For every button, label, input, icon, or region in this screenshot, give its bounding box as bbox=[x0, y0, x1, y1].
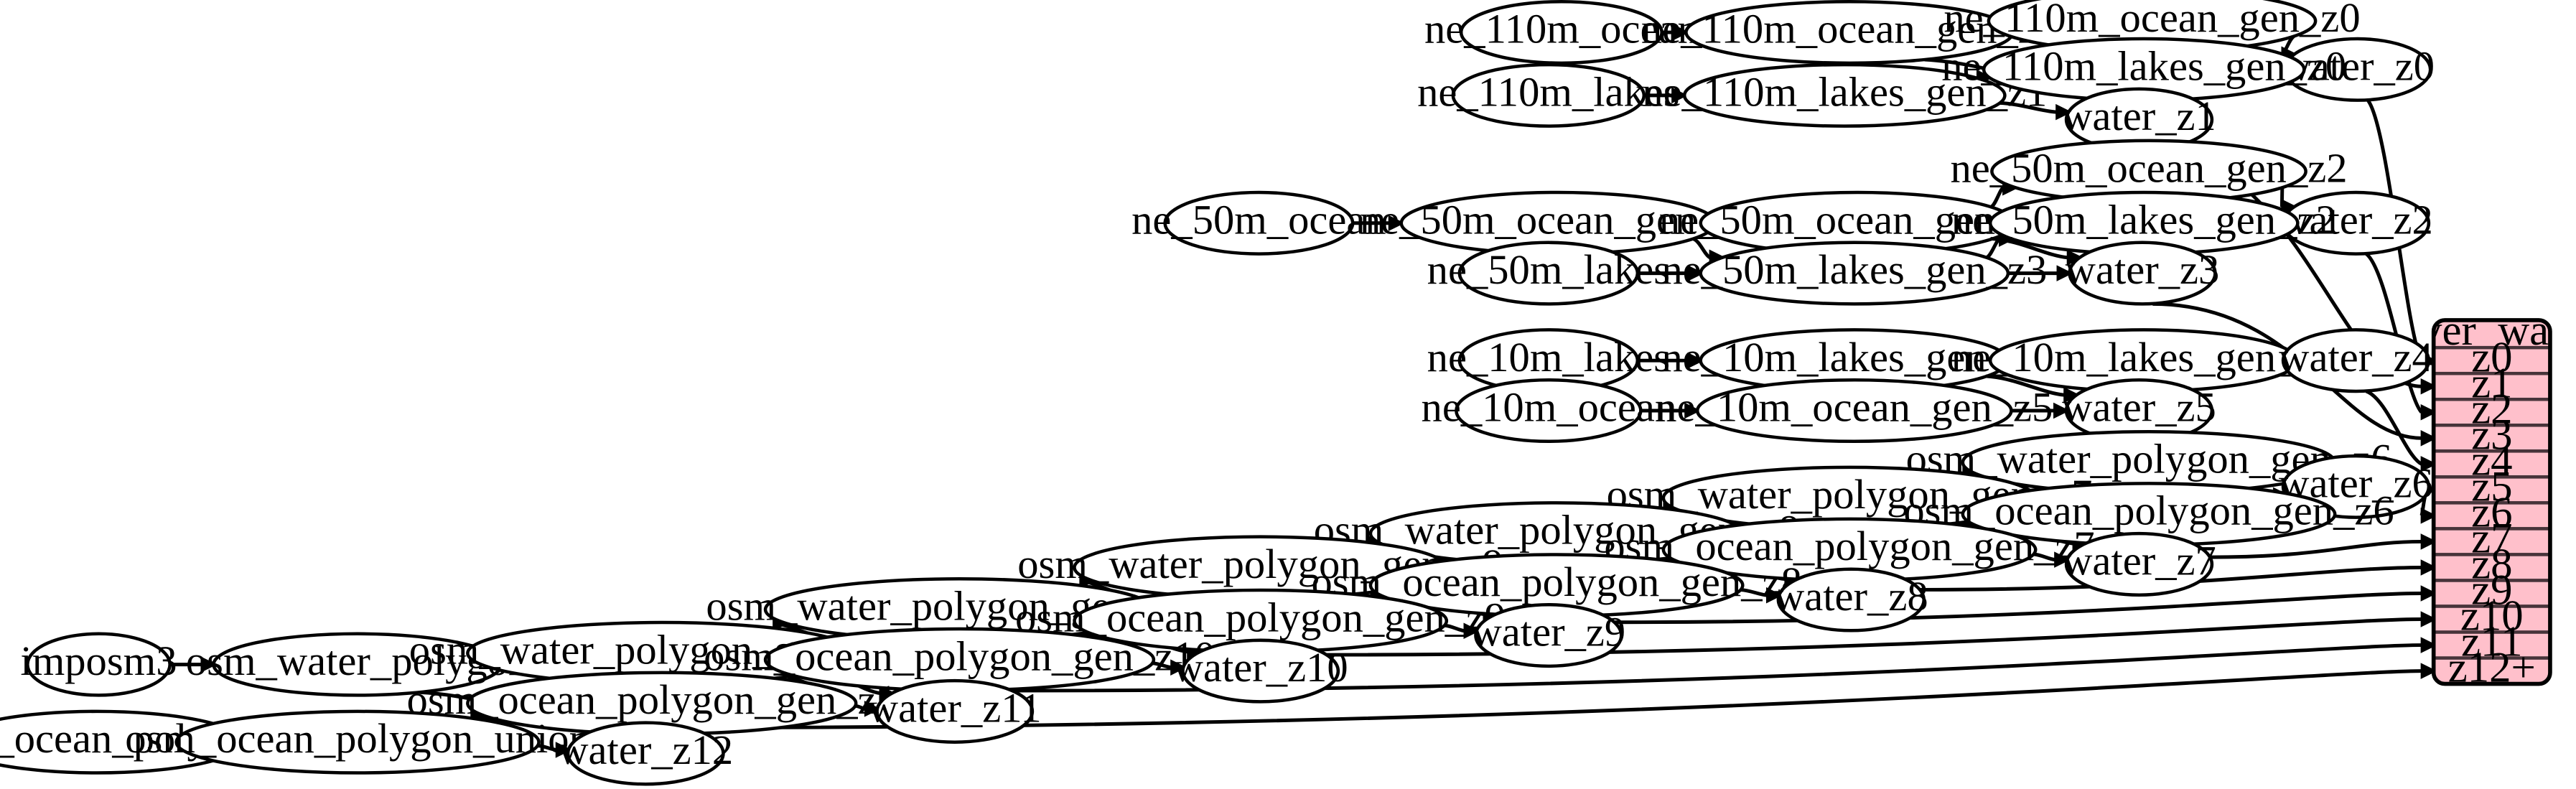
arrow-head-icon bbox=[1687, 352, 1704, 369]
arrow-head-icon bbox=[2053, 402, 2070, 419]
arrow-head-icon bbox=[1684, 402, 1702, 419]
graph-node-water-z8[interactable]: water_z8 bbox=[1774, 567, 1928, 632]
arrow-head-icon bbox=[2055, 103, 2072, 121]
layer-water-row-z4[interactable] bbox=[2433, 449, 2550, 479]
arrow-head-icon bbox=[2420, 585, 2437, 602]
node-shape bbox=[1457, 241, 1640, 306]
arrow-head-icon bbox=[1673, 24, 1690, 41]
layer-water-row-z11[interactable] bbox=[2433, 630, 2550, 660]
graph-node-ne-110m-ocean[interactable]: ne_110m_ocean bbox=[1424, 0, 1699, 65]
node-shape bbox=[1682, 62, 2007, 128]
arrow-head-icon bbox=[1388, 215, 1405, 232]
node-shape bbox=[1684, 0, 2015, 65]
node-shape bbox=[1695, 378, 2013, 444]
graph-node-ne-10m-ocean-gen-z5[interactable]: ne_10m_ocean_gen_z5 bbox=[1656, 378, 2053, 444]
arrow-head-icon bbox=[1687, 265, 1704, 281]
graph-edge-ne-10m-lakes-gen-z5-to-water-z5 bbox=[1986, 374, 2065, 397]
graph-node-ne-50m-ocean[interactable]: ne_50m_ocean bbox=[1131, 190, 1386, 256]
arrow-head-icon bbox=[2420, 637, 2437, 653]
node-shape bbox=[1699, 241, 2010, 306]
graph-edge-ne-50m-ocean-gen-z3-to-ne-50m-ocean-gen-z2 bbox=[1989, 186, 2005, 209]
graph-node-water-z7[interactable]: water_z7 bbox=[2062, 531, 2216, 597]
arrow-head-icon bbox=[2420, 456, 2437, 472]
layer-water-table-outline bbox=[2431, 318, 2552, 686]
node-shape bbox=[2281, 190, 2431, 256]
arrow-head-icon bbox=[1765, 587, 1783, 604]
node-shape bbox=[566, 721, 725, 786]
graph-edge-water-z9-to-layer-water-z9 bbox=[1614, 592, 2422, 625]
node-shape bbox=[2064, 531, 2214, 597]
arrow-head-icon bbox=[2420, 508, 2437, 524]
graph-edge-water-z8-to-layer-water-z8 bbox=[1920, 565, 2422, 592]
graph-edge-osm-ocean-polygon-union-to-water-z12 bbox=[537, 744, 557, 752]
graph-edge-water-z2-to-layer-water-z2 bbox=[2365, 252, 2423, 414]
arrow-head-icon bbox=[864, 701, 881, 717]
arrow-head-icon bbox=[2420, 611, 2437, 627]
graph-edge-water-z7-to-layer-water-z7 bbox=[2210, 539, 2422, 559]
layer-water-header bbox=[2433, 319, 2550, 350]
graph-edge-osm-ocean-polygon-gen-z10-to-water-z10 bbox=[1152, 661, 1172, 670]
layer-water-row-z5[interactable] bbox=[2433, 475, 2550, 505]
node-shape bbox=[174, 709, 541, 775]
arrow-head-icon bbox=[1170, 659, 1187, 676]
node-shape bbox=[875, 678, 1035, 744]
graph-node-ne-10m-ocean[interactable]: ne_10m_ocean bbox=[1422, 378, 1676, 444]
arrow-head-icon bbox=[2420, 533, 2437, 550]
graph-node-ne-50m-lakes-gen-z3[interactable]: ne_50m_lakes_gen_z3 bbox=[1661, 241, 2047, 306]
graph-edge-osm-ocean-polygon-gen-z7-to-water-z7 bbox=[2033, 552, 2055, 562]
arrow-head-icon bbox=[2420, 663, 2437, 679]
graph-node-water-z4[interactable]: water_z4 bbox=[2279, 328, 2433, 393]
graph-edge-osm-ocean-polygon-gen-z9-to-water-z9 bbox=[1444, 623, 1465, 633]
layer-water-row-z1[interactable] bbox=[2433, 371, 2550, 401]
layer-water-row-z2[interactable] bbox=[2433, 398, 2550, 427]
arrow-head-icon bbox=[1463, 622, 1480, 639]
layer-water-row-z0[interactable] bbox=[2433, 345, 2550, 375]
graph-node-water-z2[interactable]: water_z2 bbox=[2279, 190, 2433, 256]
node-shape bbox=[1181, 638, 1340, 704]
node-shape bbox=[1455, 378, 1643, 444]
arrow-head-icon bbox=[2420, 559, 2437, 576]
arrow-head-icon bbox=[200, 656, 218, 673]
node-shape bbox=[1459, 0, 1663, 65]
layer-water-row-z12plus[interactable] bbox=[2433, 656, 2550, 684]
graph-edge-water-z4-to-layer-water-z4 bbox=[2365, 389, 2423, 466]
node-shape bbox=[2283, 37, 2432, 102]
node-shape bbox=[2068, 241, 2217, 306]
layer-water-row-z3[interactable] bbox=[2433, 424, 2550, 453]
arrow-head-icon bbox=[2420, 378, 2437, 395]
node-shape bbox=[1474, 603, 1623, 668]
layer-water-row-z6[interactable] bbox=[2433, 501, 2550, 531]
node-shape bbox=[1451, 62, 1646, 128]
node-shape bbox=[1776, 567, 1926, 632]
layer-water-row-z10[interactable] bbox=[2433, 604, 2550, 634]
graph-edge-ne-50m-ocean-gen-z4-to-ne-50m-lakes-gen-z3 bbox=[1692, 237, 1712, 260]
node-shape bbox=[1163, 190, 1355, 256]
graph-edge-ne-110m-lakes-gen-z1-to-water-z1 bbox=[1999, 101, 2057, 114]
graph-node-water-z3[interactable]: water_z3 bbox=[2066, 241, 2220, 306]
arrow-head-icon bbox=[2420, 430, 2437, 447]
node-shape bbox=[212, 632, 503, 697]
graph-edge-osm-ocean-polygon-gen-z8-to-water-z8 bbox=[1740, 588, 1768, 597]
arrow-head-icon bbox=[2056, 265, 2073, 281]
graph-node-ne-110m-lakes[interactable]: ne_110m_lakes bbox=[1417, 62, 1680, 128]
node-shape bbox=[2281, 328, 2431, 393]
layer-water-row-z8[interactable] bbox=[2433, 553, 2550, 582]
arrow-head-icon bbox=[555, 742, 572, 758]
graph-node-water-z9[interactable]: water_z9 bbox=[1472, 603, 1626, 668]
layer-water-row-z7[interactable] bbox=[2433, 527, 2550, 556]
arrow-head-icon bbox=[1671, 87, 1688, 104]
layer-water-row-z9[interactable] bbox=[2433, 579, 2550, 608]
arrow-head-icon bbox=[2420, 404, 2437, 421]
graph-edge-water-z11-to-layer-water-z11 bbox=[1012, 643, 2422, 693]
graph-node-imposm3[interactable]: imposm3 bbox=[20, 632, 177, 697]
graph-edge-water-z12-to-layer-water-z12- bbox=[688, 669, 2422, 730]
node-shape bbox=[26, 632, 172, 697]
arrow-head-icon bbox=[2054, 551, 2071, 568]
